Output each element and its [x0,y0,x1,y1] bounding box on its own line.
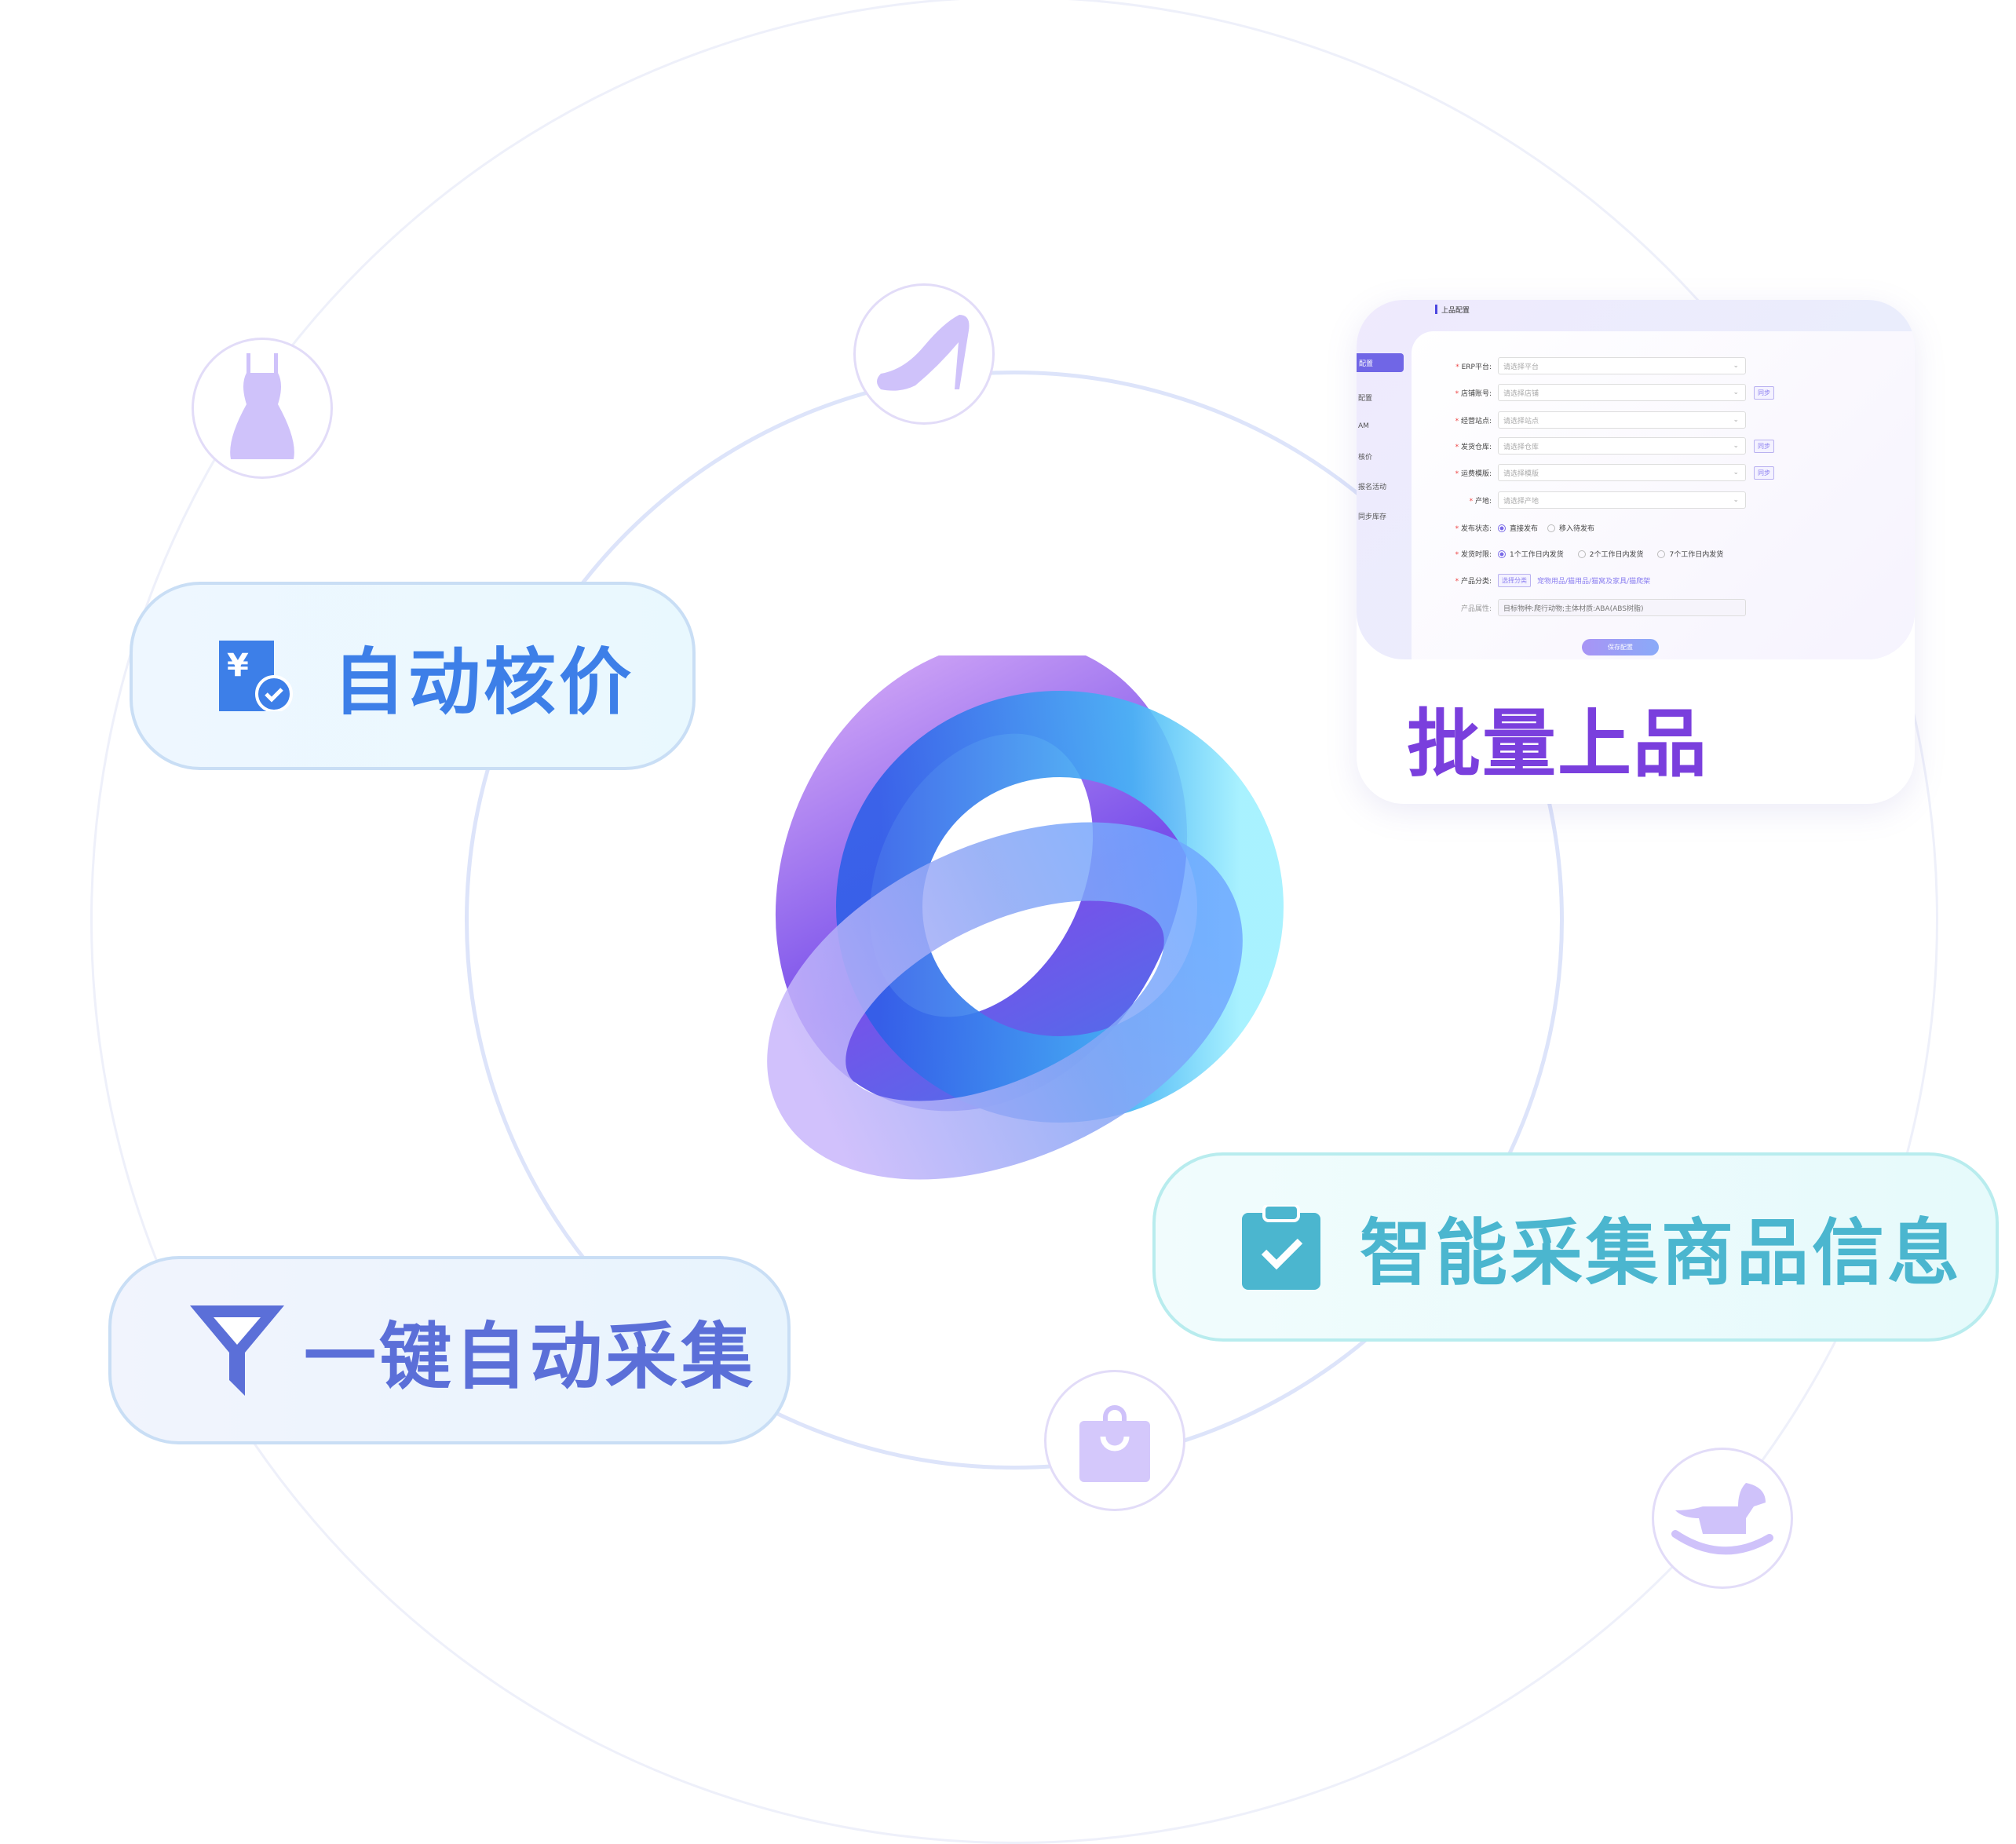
clipboard-check-icon [1242,1204,1320,1290]
field-store: * 店铺账号:请选择店铺⌄同步 [1357,384,1774,401]
smart-collect-label: 智能采集商品信息 [1360,1211,1963,1295]
field-erp: * ERP平台:请选择平台⌄ [1357,357,1746,374]
inner-orbit [465,371,1564,1470]
sync-button[interactable]: 同步 [1754,466,1774,480]
sidebar-item[interactable]: AM [1358,422,1369,430]
header-accent [1435,305,1437,314]
select-category-button[interactable]: 选择分类 [1498,573,1531,587]
funnel-icon [190,1305,284,1396]
attributes-input[interactable]: 目标物种:爬行动物;主体材质:ABA(ABS树脂) [1498,599,1746,616]
central-ring-logo [767,655,1284,1180]
field-category: * 产品分类: 选择分类 宠物用品/猫用品/猫窝及家具/猫爬架 [1357,571,1650,589]
dress-icon [192,338,333,479]
field-site: * 经营站点:请选择站点⌄ [1357,411,1746,429]
erp-select[interactable]: 请选择平台⌄ [1498,357,1746,374]
field-origin: * 产地:请选择产地⌄ [1357,491,1746,509]
origin-select[interactable]: 请选择产地⌄ [1498,491,1746,509]
feature-smart-collect: 智能采集商品信息 [1152,1152,1999,1342]
radio-ship-2-day[interactable]: 2个工作日内发货 [1577,549,1643,559]
chevron-down-icon: ⌄ [1733,362,1739,370]
chevron-down-icon: ⌄ [1733,469,1739,477]
chevron-down-icon: ⌄ [1733,442,1739,450]
radio-ship-1-day[interactable]: 1个工作日内发货 [1498,549,1564,559]
app-title-fragment: 手 [1364,306,1372,315]
save-config-button[interactable]: 保存配置 [1582,639,1659,655]
sidebar-item[interactable]: 配置 [1358,395,1373,403]
batch-listing-card: 手 上品配置 配置 配置 AM 核价 报名活动 同步库存 * ERP平台:请选择… [1357,300,1915,804]
feature-one-click-collect: 一键自动采集 [108,1256,791,1444]
field-shipping-template: * 运费模版:请选择模版⌄同步 [1357,464,1774,481]
listing-config-form-preview: 手 上品配置 配置 配置 AM 核价 报名活动 同步库存 * ERP平台:请选择… [1357,300,1915,659]
batch-listing-label: 批量上品 [1407,702,1709,787]
sidebar-item[interactable]: 报名活动 [1358,484,1387,491]
sidebar-label: 配置 [1359,360,1374,368]
field-publish-status: * 发布状态: 直接发布 移入待发布 [1357,519,1594,536]
rocking-horse-icon [1652,1448,1793,1589]
field-attributes: 产品属性:目标物种:爬行动物;主体材质:ABA(ABS树脂) [1357,599,1746,616]
shopping-bag-icon [1044,1370,1185,1511]
template-select[interactable]: 请选择模版⌄ [1498,464,1746,481]
sync-button[interactable]: 同步 [1754,439,1774,453]
radio-ship-7-day[interactable]: 7个工作日内发货 [1657,549,1723,559]
form-header: 上品配置 [1441,307,1470,315]
sync-button[interactable]: 同步 [1754,385,1774,400]
sidebar-item-active[interactable]: 配置 [1357,353,1404,372]
sidebar-item[interactable]: 核价 [1358,454,1373,462]
category-path: 宠物用品/猫用品/猫窝及家具/猫爬架 [1537,577,1651,586]
chevron-down-icon: ⌄ [1733,389,1739,396]
site-select[interactable]: 请选择站点⌄ [1498,411,1746,429]
radio-direct-publish[interactable]: 直接发布 [1498,523,1538,533]
chevron-down-icon: ⌄ [1733,416,1739,424]
field-ship-time: * 发货时限: 1个工作日内发货 2个工作日内发货 7个工作日内发货 [1357,545,1723,562]
warehouse-select[interactable]: 请选择仓库⌄ [1498,437,1746,455]
price-check-icon: ¥ [219,641,293,711]
one-click-collect-label: 一键自动采集 [304,1314,757,1399]
field-warehouse: * 发货仓库:请选择仓库⌄同步 [1357,437,1774,455]
svg-text:¥: ¥ [227,648,252,684]
chevron-down-icon: ⌄ [1733,496,1739,504]
auto-price-label: 自动核价 [333,640,635,725]
feature-auto-price: ¥ 自动核价 [130,582,696,770]
store-select[interactable]: 请选择店铺⌄ [1498,384,1746,401]
high-heel-icon [853,283,995,425]
sidebar-item[interactable]: 同步库存 [1358,513,1387,521]
radio-move-to-pending[interactable]: 移入待发布 [1547,523,1594,533]
